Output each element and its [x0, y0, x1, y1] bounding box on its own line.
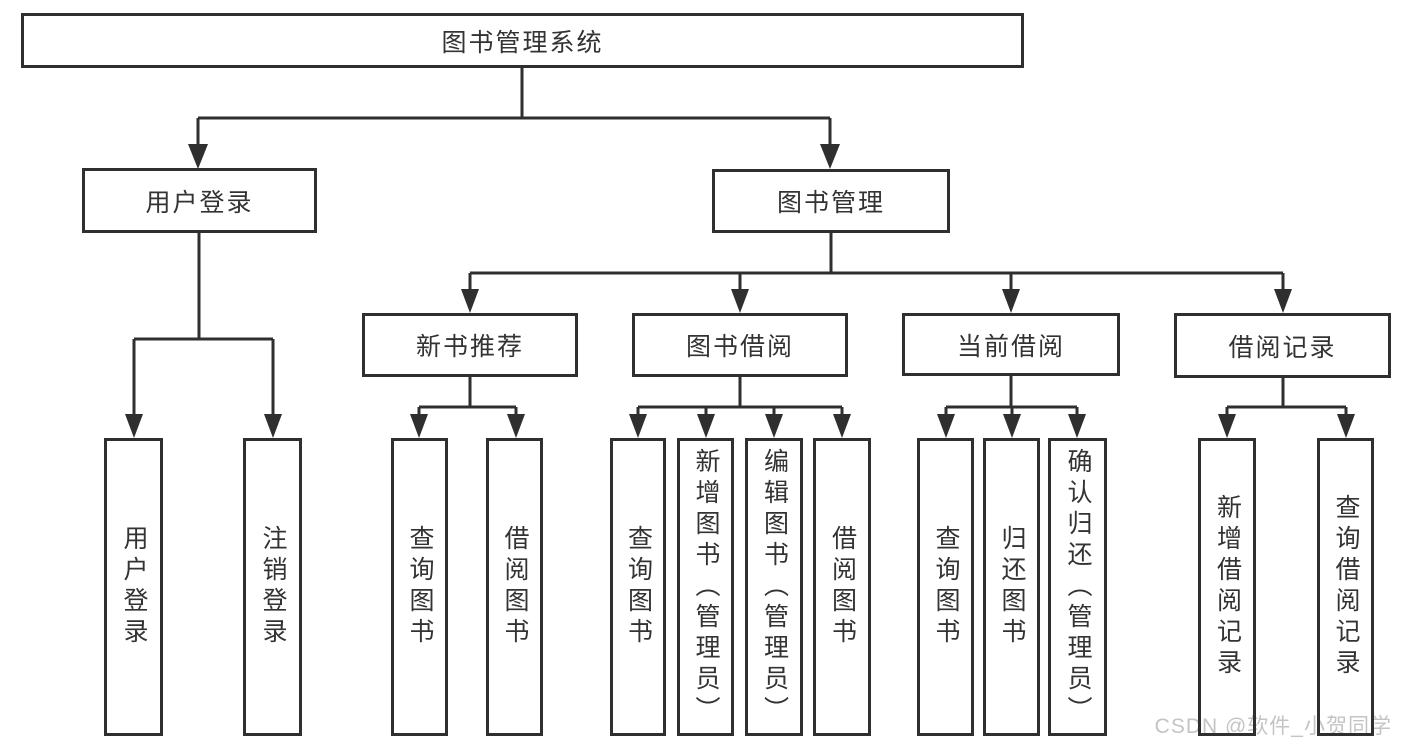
node-leaf-recommend-borrow-book: 借阅图书 [486, 438, 543, 736]
node-leaf-borrow-add-book-admin: 新增图书（管理员） [677, 438, 734, 736]
node-leaf-recommend-query-book-label: 查询图书 [406, 525, 434, 649]
node-leaf-logout-label: 注销登录 [259, 525, 287, 649]
node-leaf-logout: 注销登录 [243, 438, 302, 736]
node-leaf-recommend-query-book: 查询图书 [391, 438, 448, 736]
node-leaf-record-add: 新增借阅记录 [1198, 438, 1256, 736]
node-leaf-current-confirm-return-admin-label: 确认归还（管理员） [1064, 447, 1092, 727]
node-leaf-borrow-query-book-label: 查询图书 [624, 525, 653, 649]
node-leaf-borrow-borrow-book: 借阅图书 [813, 438, 871, 736]
node-borrow-record: 借阅记录 [1174, 313, 1391, 378]
node-leaf-user-login: 用户登录 [104, 438, 163, 736]
node-user-login-label: 用户登录 [145, 188, 254, 217]
node-new-book-recommend: 新书推荐 [362, 313, 578, 377]
node-book-borrow: 图书借阅 [632, 313, 848, 377]
node-leaf-record-add-label: 新增借阅记录 [1213, 494, 1242, 680]
node-leaf-borrow-edit-book-admin-label: 编辑图书（管理员） [760, 447, 789, 727]
node-leaf-current-query-book: 查询图书 [917, 438, 974, 736]
node-leaf-record-query: 查询借阅记录 [1317, 438, 1374, 736]
node-book-management: 图书管理 [712, 169, 950, 233]
node-new-book-recommend-label: 新书推荐 [415, 333, 524, 361]
node-book-management-label: 图书管理 [776, 189, 885, 217]
node-leaf-recommend-borrow-book-label: 借阅图书 [501, 525, 529, 649]
node-book-borrow-label: 图书借阅 [685, 333, 794, 361]
node-leaf-record-query-label: 查询借阅记录 [1332, 494, 1360, 680]
node-leaf-current-return-book: 归还图书 [983, 438, 1040, 736]
node-leaf-current-query-book-label: 查询图书 [932, 525, 960, 649]
node-leaf-user-login-label: 用户登录 [120, 525, 148, 649]
node-borrow-record-label: 借阅记录 [1228, 333, 1337, 362]
csdn-watermark: CSDN @软件_小贺同学 [1154, 715, 1392, 738]
node-leaf-borrow-add-book-admin-label: 新增图书（管理员） [692, 447, 720, 727]
node-leaf-borrow-edit-book-admin: 编辑图书（管理员） [745, 438, 803, 736]
node-leaf-current-return-book-label: 归还图书 [998, 525, 1026, 649]
node-leaf-borrow-borrow-book-label: 借阅图书 [828, 525, 857, 649]
node-current-borrow: 当前借阅 [902, 313, 1120, 376]
node-user-login: 用户登录 [82, 168, 317, 233]
node-leaf-current-confirm-return-admin: 确认归还（管理员） [1048, 438, 1107, 736]
node-root: 图书管理系统 [21, 13, 1024, 68]
node-current-borrow-label: 当前借阅 [956, 332, 1065, 361]
node-leaf-borrow-query-book: 查询图书 [610, 438, 666, 736]
node-root-label: 图书管理系统 [441, 28, 604, 57]
